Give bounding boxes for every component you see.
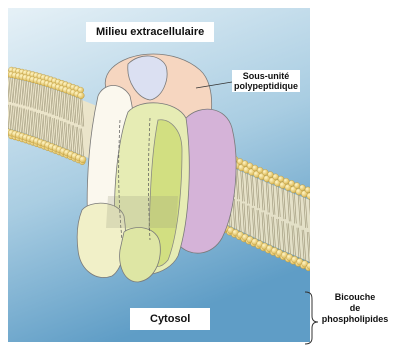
lipid-tail — [5, 104, 7, 129]
bilayer-label: Bicouche de phospholipides — [318, 292, 392, 325]
lipid-head — [307, 193, 314, 200]
extracellular-label: Milieu extracellulaire — [86, 22, 214, 42]
lipid-head — [278, 176, 284, 182]
lipid-head — [311, 267, 317, 273]
lipid-head — [307, 263, 314, 270]
subunit-label-line2: polypeptidique — [234, 81, 298, 91]
lipid-head — [311, 189, 317, 195]
lipid-head — [294, 183, 300, 189]
bilayer-label-line1: Bicouche — [318, 292, 392, 303]
lipid-head — [305, 187, 311, 193]
lipid-head — [78, 92, 85, 99]
bilayer-label-line3: phospholipides — [318, 314, 392, 325]
pore-band — [106, 196, 178, 228]
lipid-head — [79, 156, 86, 163]
subunit-label-line1: Sous-unité — [234, 71, 298, 81]
bilayer-label-line2: de — [318, 303, 392, 314]
lipid-tail — [311, 199, 313, 230]
subunit-label: Sous-unité polypeptidique — [232, 70, 300, 92]
lipid-head — [283, 178, 289, 184]
lipid-head — [299, 185, 305, 191]
cytosol-label: Cytosol — [130, 308, 210, 330]
lipid-head — [289, 180, 295, 186]
